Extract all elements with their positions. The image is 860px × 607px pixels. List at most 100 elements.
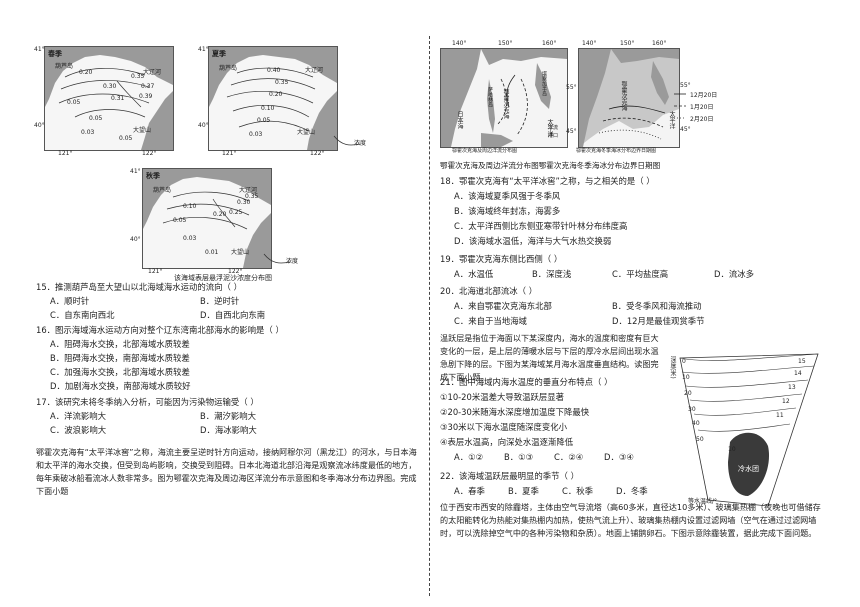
isoline-label: 0.10 <box>261 105 275 112</box>
isoline-label: 0.03 <box>81 129 95 136</box>
island-label: 葫芦岛 <box>153 187 172 194</box>
river-label: 大辽河 <box>143 69 162 76</box>
depth-axis-label: 深度(米) <box>669 356 676 379</box>
isoline-label: 0.10 <box>183 203 197 210</box>
q17-option-c[interactable]: C．波浪影响大 <box>50 425 107 435</box>
q20-stem: 20．北海道北部流冰（ ） <box>440 286 538 296</box>
isoline-label: 0.20 <box>79 69 93 76</box>
isoline-label: 0.35 <box>245 193 259 200</box>
passage-thermocline: 温跃层是指位于海面以下某深度内，海水的温度和密度有巨大变化的一层，是上层的薄暖水… <box>440 333 659 382</box>
isotherm-label: 等水温线/° <box>688 498 718 505</box>
q22-option-d[interactable]: D．冬季 <box>616 486 648 496</box>
q22-option-b[interactable]: B．夏季 <box>508 486 539 496</box>
q18-option-b[interactable]: B．该海域终年封冻，海雾多 <box>454 206 561 216</box>
lon-label: 140° <box>452 40 467 47</box>
q21-option-d[interactable]: D．③④ <box>604 452 634 462</box>
lon-label: 140° <box>582 40 597 47</box>
q16-option-b[interactable]: B．阻碍海水交换，南部海域水质较差 <box>50 353 190 363</box>
q19-stem: 19．鄂霍次克海东侧比西侧（ ） <box>440 254 563 264</box>
iso-value: 14 <box>794 370 802 377</box>
isoline-label: 0.20 <box>269 91 283 98</box>
q22-option-a[interactable]: A．春季 <box>454 486 485 496</box>
iso-value: 10 <box>728 446 736 453</box>
q17-option-d[interactable]: D．海冰影响大 <box>200 425 257 435</box>
lat-label: 55° <box>566 84 577 91</box>
q17-option-a[interactable]: A．洋流影响大 <box>50 411 106 421</box>
q21-option-a[interactable]: A．①② <box>454 452 484 462</box>
place-label: 萨哈林岛 <box>487 87 493 107</box>
mountain-label: 大望山 <box>133 127 152 134</box>
depth-tick: 20 <box>684 390 692 397</box>
q17-option-b[interactable]: B．潮汐影响大 <box>200 411 256 421</box>
place-label: 日本海 <box>456 111 463 129</box>
temp-structure-svg <box>679 353 819 507</box>
river-label: 大辽河 <box>305 67 324 74</box>
q19-option-c[interactable]: C．平均盐度高 <box>612 269 669 279</box>
map-spring-svg <box>45 47 173 150</box>
place-label: 太平洋 <box>546 119 553 137</box>
season-label: 秋季 <box>146 172 160 180</box>
map-currents-svg <box>441 49 567 147</box>
q22-option-c[interactable]: C．秋季 <box>562 486 593 496</box>
lat-label: 41° <box>130 168 141 175</box>
lat-label: 41° <box>34 46 45 53</box>
lon-label: 122° <box>228 268 243 275</box>
island-label: 葫芦岛 <box>55 63 74 70</box>
q18-option-a[interactable]: A．该海域夏季风强于冬季风 <box>454 191 561 201</box>
q20-option-c[interactable]: C．来自于当地海域 <box>454 316 527 326</box>
q15-option-a[interactable]: A．顺时针 <box>50 296 90 306</box>
isoline-label: 0.35 <box>275 79 289 86</box>
isoline-label: 0.30 <box>237 199 251 206</box>
map-summer-svg <box>209 47 337 150</box>
q16-option-c[interactable]: C．加强海水交换，北部海域水质较差 <box>50 367 190 377</box>
isoline-label: 0.25 <box>229 209 243 216</box>
lat-label: 45° <box>680 126 691 133</box>
q18-option-d[interactable]: D．该海域水温低，海洋与大气水热交换弱 <box>454 236 612 246</box>
lon-label: 160° <box>652 40 667 47</box>
q15-option-d[interactable]: D．自西北向东南 <box>200 310 266 320</box>
iso-value: 11 <box>776 412 784 419</box>
legend-arrow <box>333 135 361 146</box>
place-label: 太平洋 <box>668 111 675 129</box>
season-label: 春季 <box>48 50 62 58</box>
map-caption: 鄂霍次克海及周边洋流分布图 <box>452 148 518 154</box>
caption-left: 该海域表层悬浮泥沙浓度分布图 <box>174 274 272 282</box>
q19-option-b[interactable]: B．深度浅 <box>532 269 572 279</box>
q15-option-b[interactable]: B．逆时针 <box>200 296 240 306</box>
temp-structure-figure: 深度(米) 0 10 20 30 40 50 15 14 13 12 11 10… <box>668 350 820 510</box>
q20-option-d[interactable]: D．12月是最佳观赏季节 <box>612 316 705 326</box>
q19-option-a[interactable]: A．水温低 <box>454 269 494 279</box>
isoline-label: 0.03 <box>183 235 197 242</box>
q19-option-d[interactable]: D．流冰多 <box>714 269 754 279</box>
river-label: 大辽河 <box>239 187 258 194</box>
season-label: 夏季 <box>212 50 226 58</box>
depth-tick: 50 <box>696 436 704 443</box>
lat-label: 55° <box>680 82 691 89</box>
legend-label: 港口 <box>548 133 559 139</box>
q18-stem: 18．鄂霍次克海有“太平洋冰窖”之称，与之相关的是（ ） <box>440 176 655 186</box>
map-summer: 夏季 葫芦岛 大辽河 大望山 0.40 0.35 0.20 0.10 0.05 … <box>208 46 338 151</box>
lat-label: 45° <box>566 128 577 135</box>
mountain-label: 大望山 <box>297 129 316 136</box>
legend-label: 浓度 <box>286 258 299 265</box>
lon-label: 121° <box>58 150 73 157</box>
q20-option-b[interactable]: B．受冬季风和海流推动 <box>612 301 702 311</box>
q21-stem: 21．图中海域内海水温度的垂直分布特点（ ） <box>440 377 613 387</box>
q21-option-b[interactable]: B．①③ <box>504 452 534 462</box>
q15-option-c[interactable]: C．自东南向西北 <box>50 310 115 320</box>
column-divider <box>429 36 430 596</box>
q16-stem: 16．图示海域海水运动方向对整个辽东湾南北部海水的影响是（ ） <box>36 325 284 335</box>
q16-option-a[interactable]: A．阻碍海水交换，北部海域水质较差 <box>50 339 190 349</box>
map-ice-boundary: 鄂霍次克海 太平洋 <box>578 48 680 148</box>
isoline-label: 0.37 <box>141 83 155 90</box>
isoline-label: 0.05 <box>67 99 81 106</box>
lat-label: 41° <box>198 46 209 53</box>
q16-option-d[interactable]: D．加剧海水交换，南部海域水质较好 <box>50 381 191 391</box>
q20-option-a[interactable]: A．来自鄂霍次克海东北部 <box>454 301 552 311</box>
legend-label: 浓度 <box>354 140 367 147</box>
map-caption: 鄂霍次克海冬季海冰分布边界日期图 <box>576 148 657 154</box>
passage-okhotsk: 鄂霍次克海有“太平洋冰窖”之称，海流主要呈逆时针方向运动，接纳阿穆尔河（黑龙江）… <box>36 447 417 496</box>
q17-stem: 17．该研究未将冬季纳入分析，可能因为污染物运输受（ ） <box>36 397 259 407</box>
q18-option-c[interactable]: C．太平洋西侧比东侧亚寒带针叶林分布纬度高 <box>454 221 628 231</box>
q21-option-c[interactable]: C．②④ <box>554 452 584 462</box>
